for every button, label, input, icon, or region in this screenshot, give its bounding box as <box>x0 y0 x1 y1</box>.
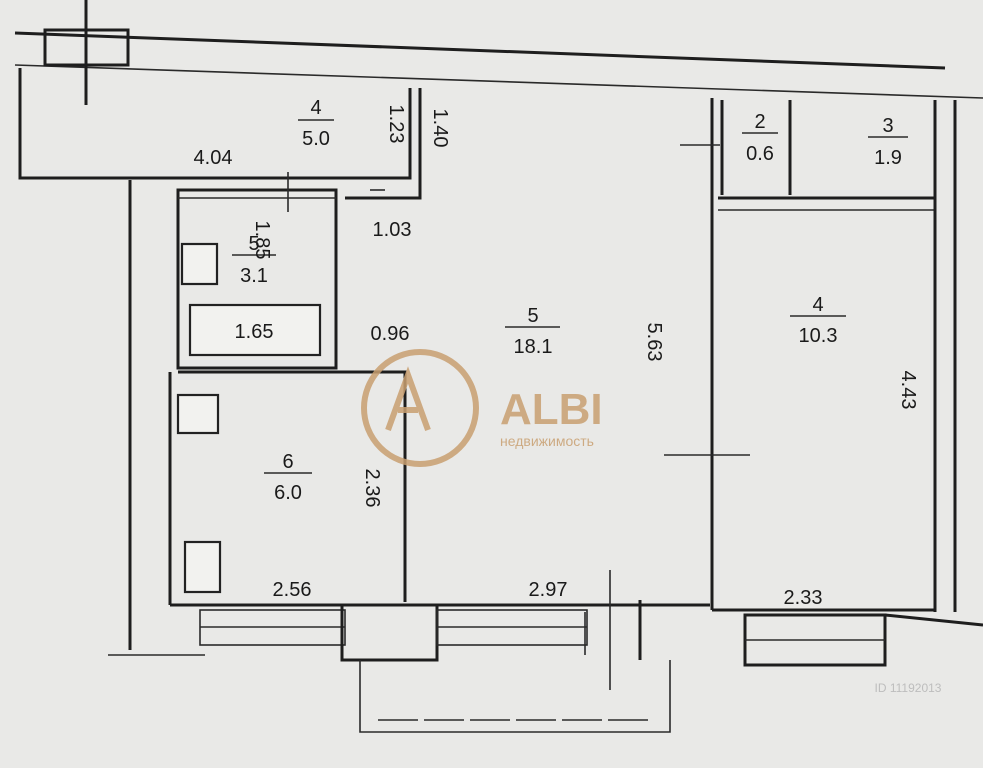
dimension-label: 1.40 <box>429 109 451 148</box>
dimension-label: 5.63 <box>643 323 665 362</box>
dimension-label: 4.04 <box>194 147 233 169</box>
dimension-ticks <box>287 144 750 456</box>
sink-icon <box>180 242 219 286</box>
room-area: 18.1 <box>514 336 553 358</box>
dimension-label: 2.33 <box>784 587 823 609</box>
walls <box>14 0 983 733</box>
room-area: 1.9 <box>874 147 902 169</box>
albi-logo: ALBI недвижимость <box>361 349 603 467</box>
fixtures <box>176 242 322 594</box>
room-labels: 4 5.0 2 0.6 3 1.9 5 3.1 5 18.1 4 10.3 6 … <box>232 97 908 504</box>
room-number: 5 <box>248 233 259 255</box>
dimension-label: 2.56 <box>273 579 312 601</box>
kitchen-sink-icon <box>176 393 220 435</box>
room-number: 6 <box>282 451 293 473</box>
logo-letter-icon <box>385 366 431 432</box>
watermark-brand: ALBI <box>500 385 603 434</box>
stove-icon <box>183 540 222 594</box>
watermark-tagline: недвижимость <box>500 433 594 449</box>
room-number: 4 <box>812 294 823 316</box>
dimension-label: 1.23 <box>385 105 407 144</box>
dimension-label: 1.03 <box>373 219 412 241</box>
room-number: 3 <box>882 115 893 137</box>
room-area: 0.6 <box>746 143 774 165</box>
logo-ring-icon <box>361 349 479 467</box>
room-number: 5 <box>527 305 538 327</box>
dimension-label: 4.43 <box>897 371 919 410</box>
room-area: 6.0 <box>274 482 302 504</box>
room-area: 5.0 <box>302 128 330 150</box>
room-area: 3.1 <box>240 265 268 287</box>
room-number: 2 <box>754 111 765 133</box>
room-number: 4 <box>310 97 321 119</box>
dimension-labels: 4.04 1.23 1.40 1.03 1.85 1.65 0.96 5.63 … <box>194 105 919 609</box>
room-area: 10.3 <box>799 325 838 347</box>
dimension-label: 2.97 <box>529 579 568 601</box>
dimension-label: 2.36 <box>361 469 383 508</box>
dimension-label: 0.96 <box>371 323 410 345</box>
bathtub-icon <box>188 303 322 357</box>
listing-id: ID 11192013 <box>875 681 942 695</box>
dimension-label: 1.65 <box>235 321 274 343</box>
dimension-label: 1.85 <box>251 221 273 260</box>
